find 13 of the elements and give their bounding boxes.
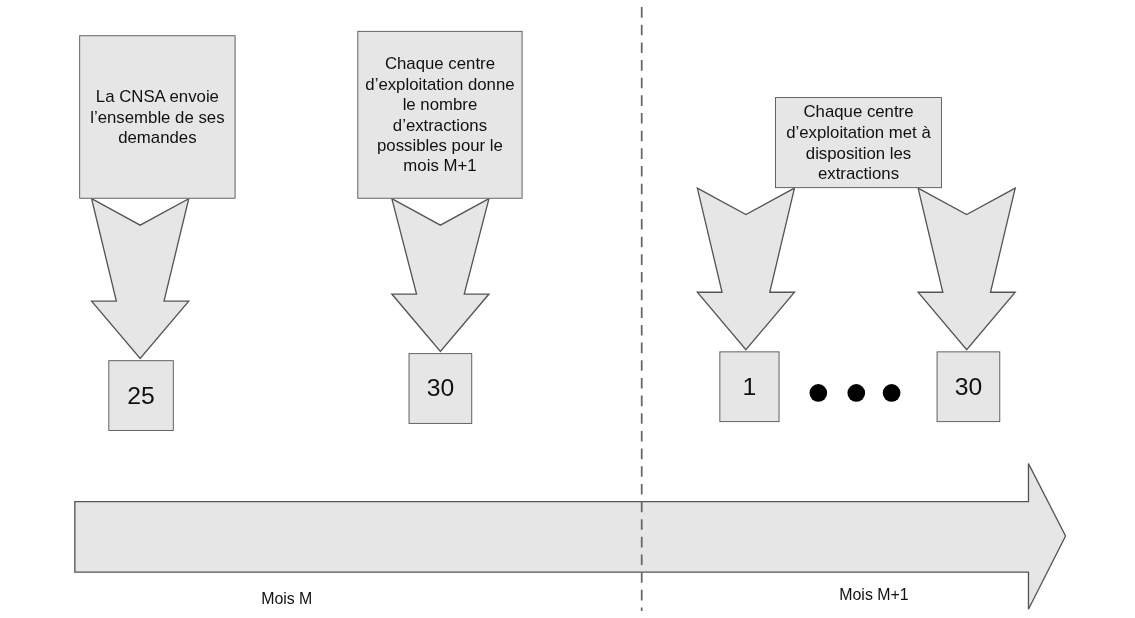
block-arrow (695, 186, 796, 351)
period-label: Mois M+1 (839, 585, 909, 604)
block-arrow (390, 197, 491, 353)
text-box: La CNSA envoie l’ensemble de ses demandes (79, 35, 236, 199)
block-arrow (916, 186, 1017, 351)
period-label: Mois M (261, 589, 313, 609)
text-box: Chaque centre d’exploitation donne le nombre d’extractions possibles pour le mois M+1 (357, 30, 523, 199)
block-arrow (90, 197, 191, 360)
text-box: Chaque centre d’exploitation met à disposition les extractions (775, 97, 942, 189)
day-number: 30 (936, 351, 1001, 423)
day-number: 1 (719, 351, 780, 423)
day-number: 30 (408, 353, 473, 424)
day-number: 25 (108, 360, 174, 431)
